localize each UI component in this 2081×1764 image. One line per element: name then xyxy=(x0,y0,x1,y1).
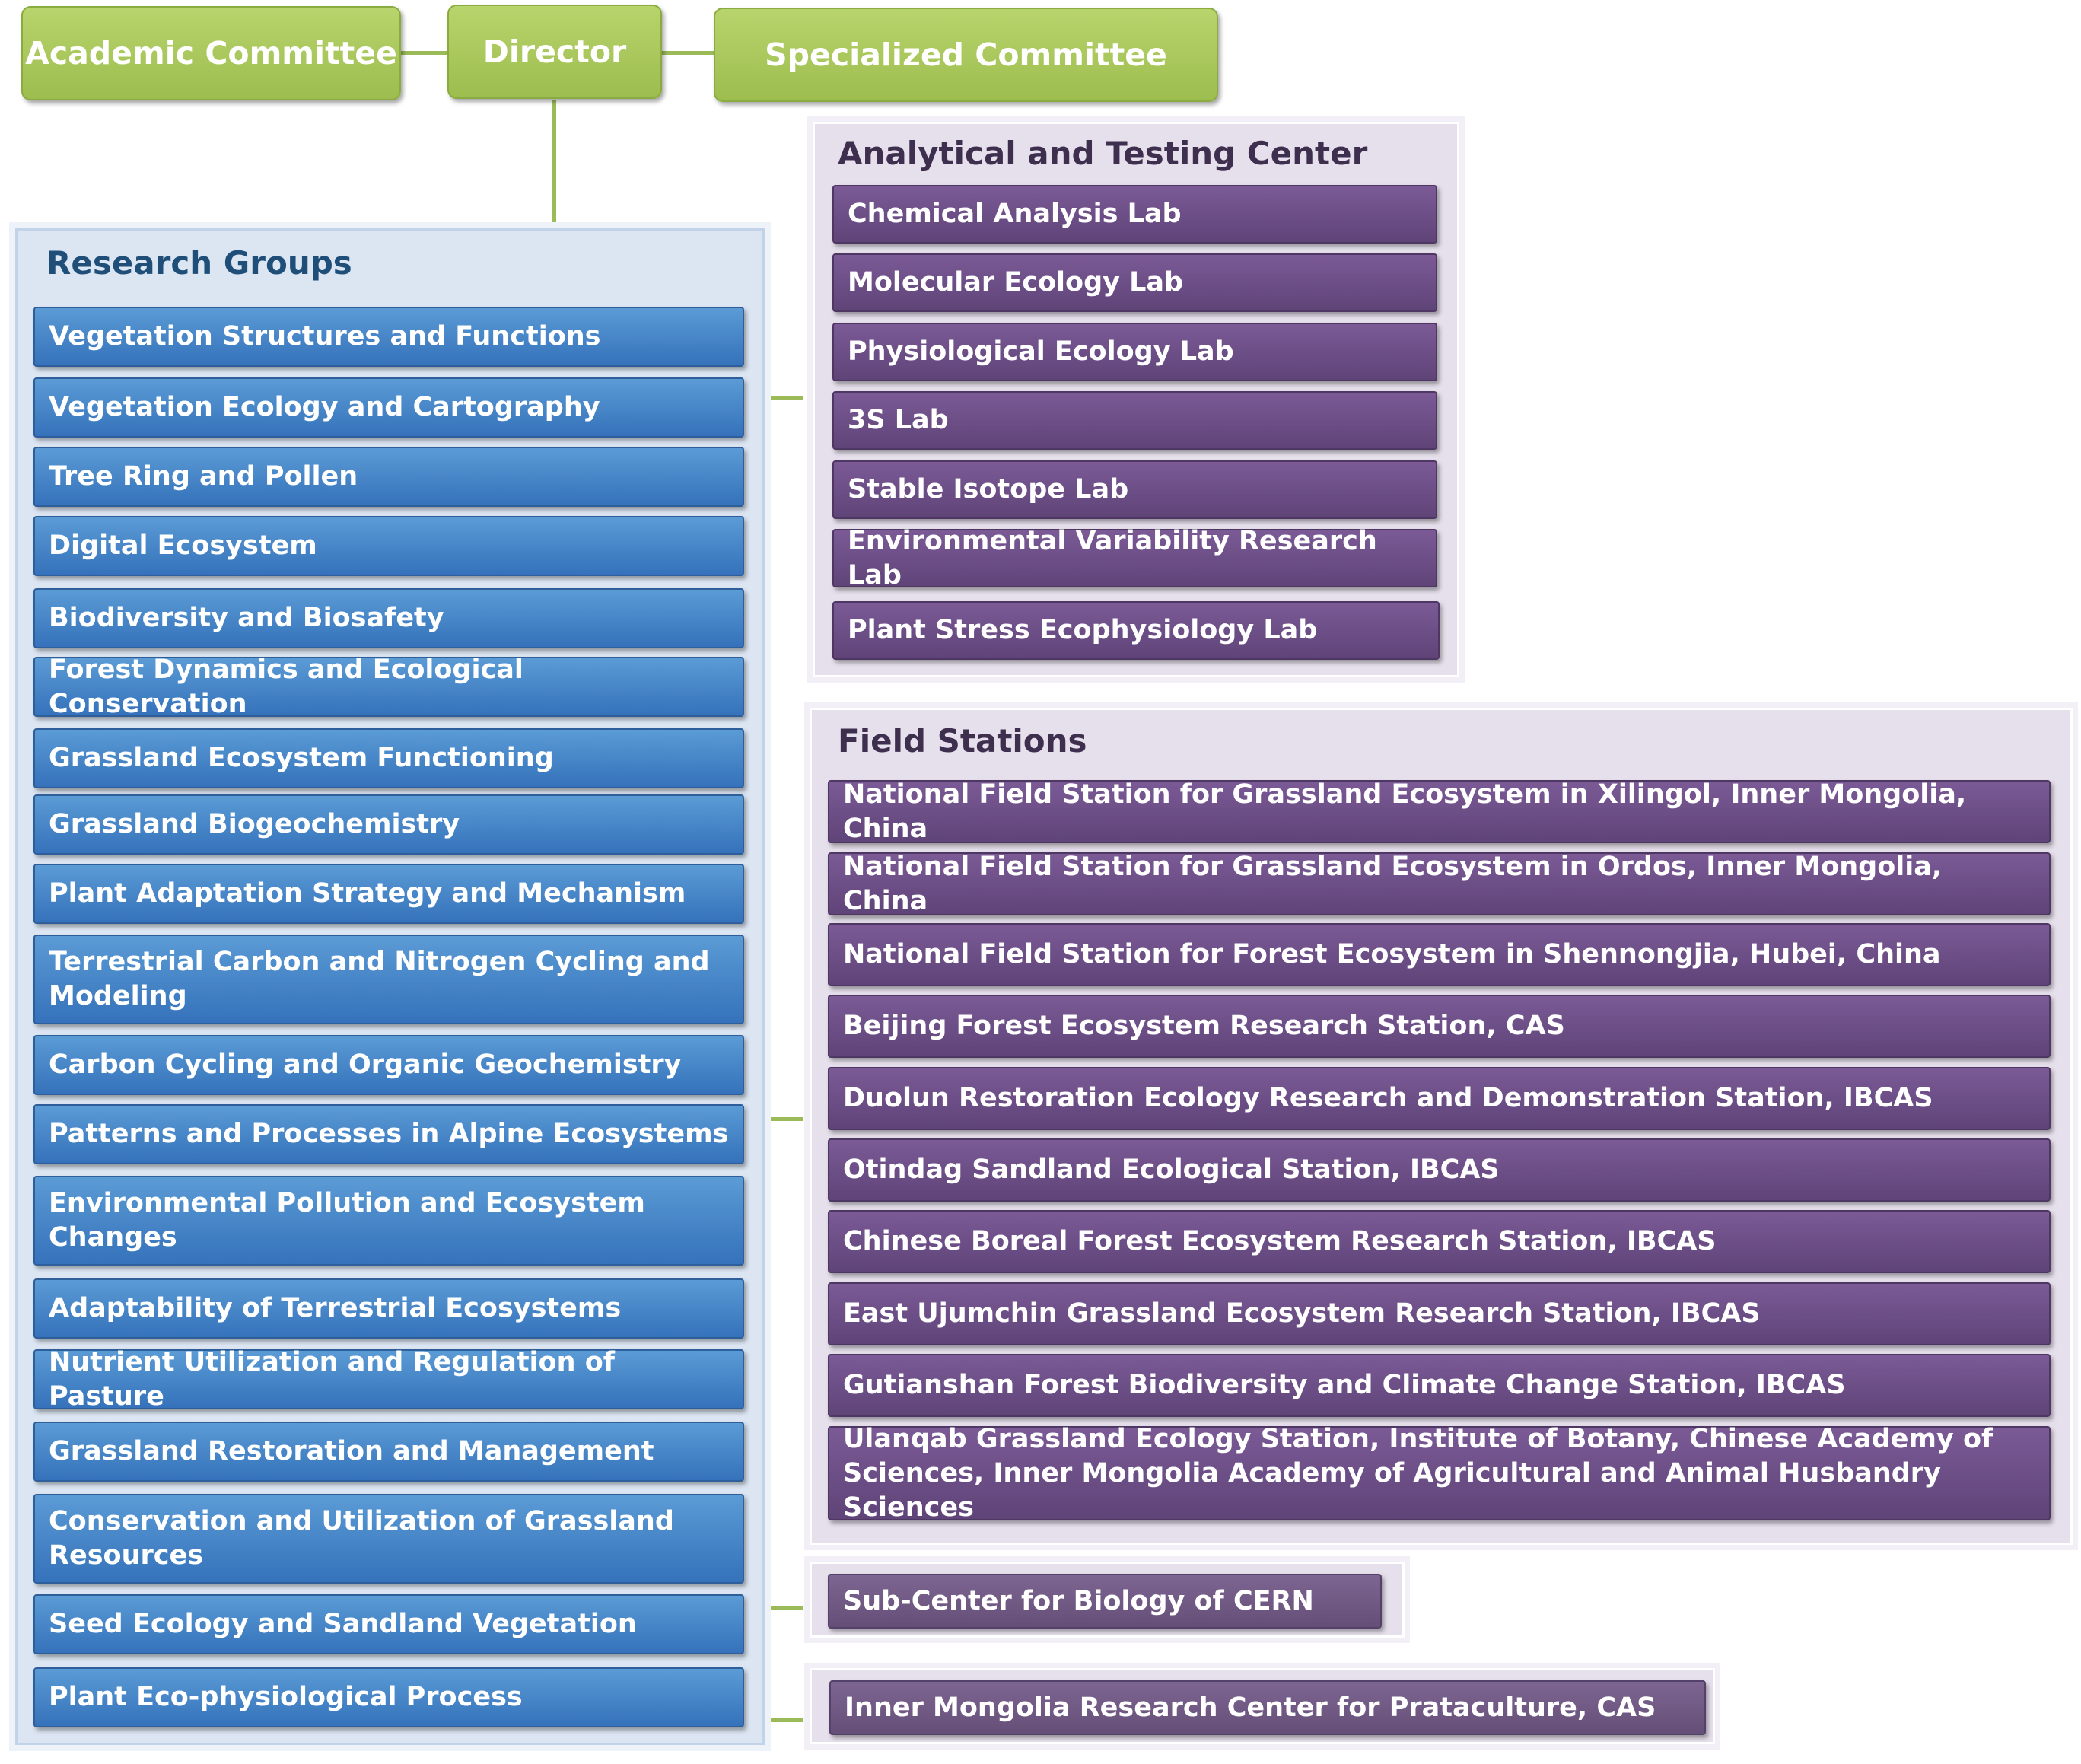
director-node: Director xyxy=(447,5,662,99)
field-station-item: National Field Station for Forest Ecosys… xyxy=(828,923,2051,986)
research-group-item: Patterns and Processes in Alpine Ecosyst… xyxy=(33,1104,744,1164)
research-group-item: Terrestrial Carbon and Nitrogen Cycling … xyxy=(33,935,744,1024)
research-group-item: Plant Adaptation Strategy and Mechanism xyxy=(33,864,744,924)
lab-item: Stable Isotope Lab xyxy=(832,460,1437,519)
lab-item: Plant Stress Ecophysiology Lab xyxy=(832,601,1440,660)
field-station-item: Chinese Boreal Forest Ecosystem Research… xyxy=(828,1210,2051,1273)
research-group-item: Environmental Pollution and Ecosystem Ch… xyxy=(33,1176,744,1266)
connector-inner-mongolia xyxy=(768,1718,803,1722)
field-station-item: Beijing Forest Ecosystem Research Statio… xyxy=(828,995,2051,1058)
research-group-item: Grassland Ecosystem Functioning xyxy=(33,728,744,788)
connector-field-stations xyxy=(768,1117,803,1121)
connector-director-specialized xyxy=(660,51,715,55)
lab-item: Chemical Analysis Lab xyxy=(832,185,1437,244)
lab-item: Molecular Ecology Lab xyxy=(832,253,1437,312)
field-stations-title: Field Stations xyxy=(838,722,1087,759)
sub-center-item: Sub-Center for Biology of CERN xyxy=(828,1574,1382,1629)
specialized-committee-node: Specialized Committee xyxy=(714,8,1218,102)
research-groups-title: Research Groups xyxy=(46,244,352,282)
field-station-item: National Field Station for Grassland Eco… xyxy=(828,779,2051,844)
research-group-item: Tree Ring and Pollen xyxy=(33,447,744,507)
research-group-item: Plant Eco-physiological Process xyxy=(33,1667,744,1727)
research-group-item: Seed Ecology and Sandland Vegetation xyxy=(33,1594,744,1654)
research-group-item: Forest Dynamics and Ecological Conservat… xyxy=(33,654,744,719)
research-group-item: Carbon Cycling and Organic Geochemistry xyxy=(33,1035,744,1095)
connector-director-research xyxy=(552,100,556,227)
lab-item: 3S Lab xyxy=(832,391,1437,450)
field-station-item: East Ujumchin Grassland Ecosystem Resear… xyxy=(828,1282,2051,1345)
connector-sub-center xyxy=(768,1606,803,1610)
research-group-item: Vegetation Ecology and Cartography xyxy=(33,377,744,438)
research-group-item: Nutrient Utilization and Regulation of P… xyxy=(33,1347,744,1412)
research-group-item: Grassland Restoration and Management xyxy=(33,1422,744,1482)
academic-committee-node: Academic Committee xyxy=(21,6,401,100)
research-group-item: Conservation and Utilization of Grasslan… xyxy=(33,1494,744,1584)
research-group-item: Adaptability of Terrestrial Ecosystems xyxy=(33,1278,744,1339)
field-station-item: Ulanqab Grassland Ecology Station, Insti… xyxy=(828,1424,2051,1523)
connector-academic-director xyxy=(399,51,449,55)
field-station-item: Gutianshan Forest Biodiversity and Clima… xyxy=(828,1354,2051,1417)
field-station-item: Otindag Sandland Ecological Station, IBC… xyxy=(828,1138,2051,1202)
research-group-item: Grassland Biogeochemistry xyxy=(33,794,744,855)
field-station-item: National Field Station for Grassland Eco… xyxy=(828,852,2051,916)
lab-item: Environmental Variability Research Lab xyxy=(832,526,1437,591)
lab-item: Physiological Ecology Lab xyxy=(832,323,1437,381)
field-station-item: Duolun Restoration Ecology Research and … xyxy=(828,1067,2051,1130)
research-group-item: Biodiversity and Biosafety xyxy=(33,588,744,648)
analytical-center-title: Analytical and Testing Center xyxy=(838,135,1368,172)
research-group-item: Vegetation Structures and Functions xyxy=(33,307,744,367)
research-group-item: Digital Ecosystem xyxy=(33,516,744,576)
inner-mongolia-center-item: Inner Mongolia Research Center for Prata… xyxy=(829,1680,1706,1735)
connector-analytical xyxy=(768,396,803,400)
